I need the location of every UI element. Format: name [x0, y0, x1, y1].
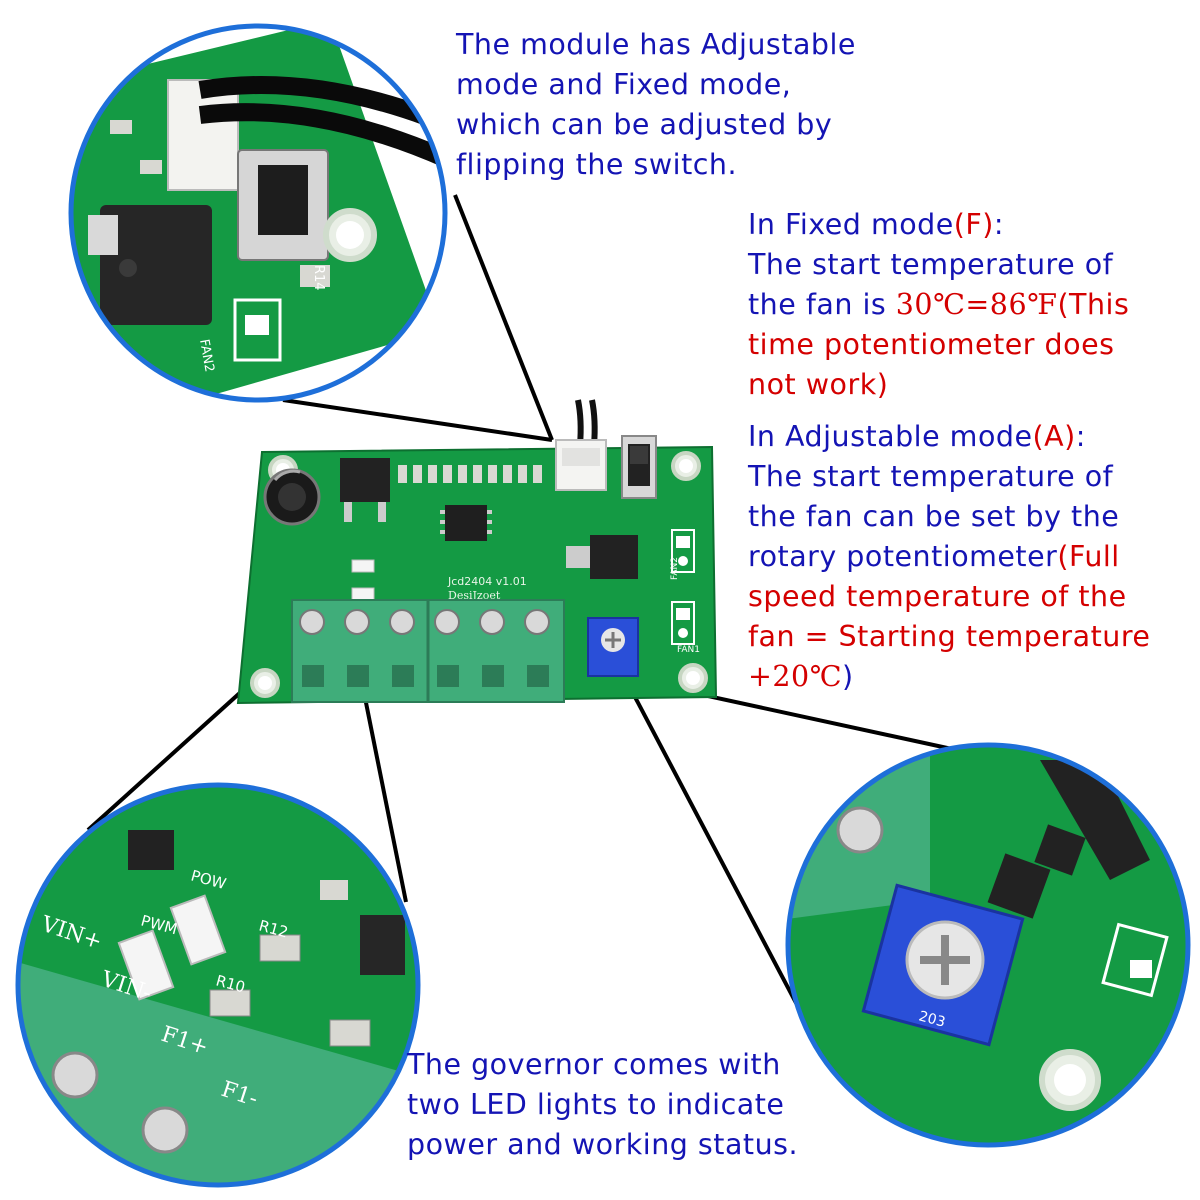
- smd-components-row: [398, 465, 542, 483]
- magnifier-switch-closeup: R14 FAN2: [68, 23, 448, 403]
- switch-callout-line-4: flipping the switch.: [456, 148, 738, 181]
- board-label-fan2: FAN2: [670, 557, 680, 580]
- main-pcb-board: FAN2 FAN1 Jcd2404 v1.01 DesiJzoet: [236, 399, 718, 705]
- adjustable-mode-line-4: speed temperature of the: [748, 580, 1127, 613]
- fixed-mode-colon: :: [993, 208, 1005, 241]
- fixed-mode-line-2-text: the fan is: [748, 288, 896, 321]
- fixed-mode-line-3: time potentiometer does: [748, 328, 1115, 361]
- fixed-mode-temperature: 30℃=86℉: [895, 288, 1058, 321]
- switch-callout-line-1: The module has Adjustable: [456, 28, 856, 61]
- potentiometer: [587, 617, 639, 677]
- board-label-brand: DesiJzoet: [448, 589, 501, 602]
- fixed-mode-block: In Fixed mode(F): The start temperature …: [748, 205, 1129, 405]
- adjustable-mode-colon: :: [1075, 420, 1086, 453]
- adjustable-mode-title-text: In Adjustable mode: [748, 420, 1033, 453]
- adjustable-mode-title: In Adjustable mode(A):: [748, 417, 1150, 457]
- closeup-label-pot-code: 203: [917, 1008, 947, 1030]
- fixed-mode-line-2: the fan is 30℃=86℉(This: [748, 285, 1129, 325]
- ic-chip: [440, 505, 492, 541]
- fixed-mode-line-1: The start temperature of: [748, 248, 1114, 281]
- adjustable-mode-line-6: +20℃): [748, 657, 1150, 697]
- led-indicators: [351, 559, 375, 601]
- adjustable-mode-line-3-text: rotary potentiometer: [748, 540, 1058, 573]
- adjustable-mode-block: In Adjustable mode(A): The start tempera…: [748, 417, 1150, 697]
- board-label-fan1: FAN1: [677, 645, 700, 655]
- adjustable-mode-line-3-tail: (Full: [1057, 540, 1120, 573]
- switch-callout-line-3: which can be adjusted by: [456, 108, 833, 141]
- adjustable-mode-offset: +20℃: [748, 660, 843, 693]
- mosfet-chip: [340, 458, 390, 522]
- fixed-mode-title: In Fixed mode(F):: [748, 205, 1129, 245]
- adjustable-mode-line-5: fan = Starting temperature: [748, 620, 1151, 653]
- closeup-label-r14: R14: [311, 265, 326, 291]
- fixed-mode-mark: (F): [953, 208, 994, 241]
- adjustable-mode-line-1: The start temperature of: [748, 460, 1114, 493]
- fixed-mode-line-4: not work): [748, 368, 889, 401]
- closeup-label-fan2: FAN2: [196, 338, 217, 373]
- adjustable-mode-close: ): [842, 660, 854, 693]
- board-label-version: Jcd2404 v1.01: [447, 575, 527, 588]
- led-callout-line-1: The governor comes with: [407, 1048, 781, 1081]
- fixed-mode-line-2-tail: (This: [1057, 288, 1130, 321]
- led-callout-line-2: two LED lights to indicate: [407, 1088, 785, 1121]
- magnifier-led-closeup: POW PWM R12 R10 VIN+ VIN- F1+ F1-: [15, 782, 421, 1188]
- adjustable-mode-mark: (A): [1032, 420, 1076, 453]
- fan-connector: [555, 399, 607, 491]
- switch-callout-line-2: mode and Fixed mode,: [456, 68, 792, 101]
- switch-callout: The module has Adjustable mode and Fixed…: [456, 25, 856, 185]
- fixed-mode-title-text: In Fixed mode: [748, 208, 954, 241]
- slide-switch: [621, 435, 657, 499]
- electrolytic-capacitor: [263, 468, 321, 526]
- mosfet-chip-2: [566, 535, 638, 579]
- adjustable-mode-line-3: rotary potentiometer(Full: [748, 537, 1150, 577]
- led-callout-line-3: power and working status.: [407, 1128, 799, 1161]
- fan-pads: [671, 529, 695, 645]
- terminal-blocks: [291, 599, 565, 703]
- led-callout: The governor comes with two LED lights t…: [407, 1045, 798, 1165]
- adjustable-mode-line-2: the fan can be set by the: [748, 500, 1120, 533]
- magnifier-potentiometer-closeup: 203: [785, 742, 1191, 1148]
